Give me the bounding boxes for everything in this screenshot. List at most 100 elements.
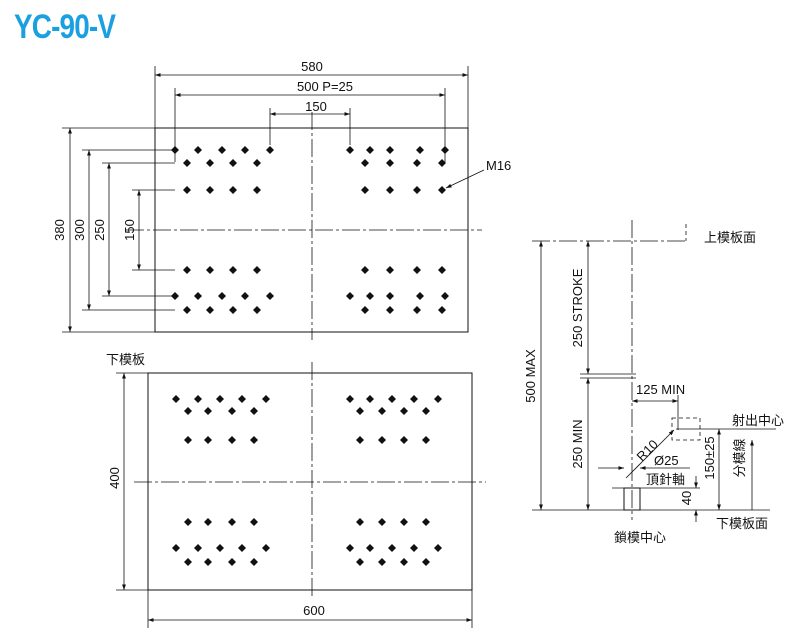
lower-hole bbox=[184, 558, 192, 566]
upper-hole bbox=[361, 306, 369, 314]
dim-380-text: 380 bbox=[52, 219, 67, 241]
dim-500max-text: 500 MAX bbox=[523, 349, 538, 403]
lower-hole bbox=[410, 395, 418, 403]
dim-offset-min: 125 MIN bbox=[632, 382, 685, 430]
lower-hole bbox=[356, 436, 364, 444]
lower-hole bbox=[434, 544, 442, 552]
side-view: 上模板面 下模板面 500 MAX 250 STROKE 250 MIN 125… bbox=[523, 220, 784, 545]
lower-hole bbox=[172, 395, 180, 403]
lower-hole bbox=[216, 544, 224, 552]
dim-upper-center-gap: 150 bbox=[269, 99, 351, 145]
upper-hole bbox=[194, 146, 202, 154]
dim-125min-text: 125 MIN bbox=[636, 382, 685, 397]
dim-250min-text: 250 MIN bbox=[570, 419, 585, 468]
lower-hole bbox=[228, 558, 236, 566]
upper-hole bbox=[206, 159, 214, 167]
lower-hole bbox=[356, 558, 364, 566]
upper-hole bbox=[253, 266, 261, 274]
lower-hole bbox=[400, 518, 408, 526]
lower-hole bbox=[378, 558, 386, 566]
lower-platen-outline bbox=[147, 372, 473, 591]
upper-hole bbox=[229, 266, 237, 274]
upper-hole bbox=[413, 306, 421, 314]
upper-hole bbox=[206, 186, 214, 194]
dim-40-text: 40 bbox=[679, 491, 694, 505]
injection-center-mark: 射出中心 bbox=[671, 413, 784, 441]
upper-face-label: 上模板面 bbox=[704, 230, 756, 245]
lower-hole-pattern bbox=[172, 395, 442, 566]
upper-hole bbox=[438, 306, 446, 314]
dim-upper-height: 380 bbox=[52, 127, 155, 333]
dim-diameter: Ø25 bbox=[598, 453, 690, 470]
lower-hole bbox=[388, 395, 396, 403]
lower-hole bbox=[388, 544, 396, 552]
dim-lower-height: 400 bbox=[107, 372, 148, 591]
upper-hole bbox=[438, 266, 446, 274]
lower-hole bbox=[184, 436, 192, 444]
lower-hole bbox=[184, 518, 192, 526]
dim-lower-width: 600 bbox=[147, 590, 473, 628]
upper-hole bbox=[253, 186, 261, 194]
upper-hole bbox=[253, 159, 261, 167]
dim-300-text: 300 bbox=[72, 219, 87, 241]
upper-hole bbox=[346, 292, 354, 300]
dim-upper-150: 150 bbox=[122, 189, 175, 271]
lower-hole bbox=[204, 558, 212, 566]
upper-hole bbox=[361, 266, 369, 274]
dim-400-text: 400 bbox=[107, 467, 122, 489]
lower-face-label: 下模板面 bbox=[716, 516, 768, 531]
lower-hole bbox=[228, 518, 236, 526]
lower-hole bbox=[238, 395, 246, 403]
lower-hole bbox=[410, 544, 418, 552]
upper-hole bbox=[266, 292, 274, 300]
dim-stroke-text: 250 STROKE bbox=[570, 268, 585, 347]
lower-hole bbox=[228, 407, 236, 415]
lower-hole bbox=[378, 436, 386, 444]
lower-hole bbox=[228, 436, 236, 444]
lower-hole bbox=[250, 558, 258, 566]
upper-hole bbox=[206, 306, 214, 314]
dim-580-text: 580 bbox=[301, 59, 323, 74]
lower-hole bbox=[346, 395, 354, 403]
upper-hole bbox=[361, 159, 369, 167]
upper-hole bbox=[366, 292, 374, 300]
dim-150-vert-text: 150 bbox=[122, 219, 137, 241]
upper-hole bbox=[229, 186, 237, 194]
upper-hole bbox=[366, 146, 374, 154]
upper-hole bbox=[386, 159, 394, 167]
diameter-label: Ø25 bbox=[654, 453, 679, 468]
dim-upper-300: 300 bbox=[72, 149, 175, 311]
upper-platen: 580 500 P=25 150 380 300 bbox=[52, 59, 511, 340]
lower-platen: 下模板 400 600 bbox=[106, 352, 486, 628]
lower-hole bbox=[400, 558, 408, 566]
lower-hole bbox=[366, 395, 374, 403]
lower-hole bbox=[366, 544, 374, 552]
lower-hole bbox=[434, 395, 442, 403]
lower-hole bbox=[422, 407, 430, 415]
dim-stroke: 250 STROKE bbox=[570, 241, 590, 374]
dim-injection-height: 150±25 bbox=[702, 429, 721, 510]
lower-hole bbox=[400, 436, 408, 444]
upper-hole bbox=[438, 186, 446, 194]
lower-hole bbox=[378, 407, 386, 415]
lower-hole bbox=[250, 518, 258, 526]
upper-hole bbox=[253, 306, 261, 314]
upper-hole bbox=[438, 159, 446, 167]
parting-line: 分模線 bbox=[732, 438, 754, 510]
upper-hole bbox=[386, 306, 394, 314]
upper-hole bbox=[413, 159, 421, 167]
dim-upper-pitch: 500 P=25 bbox=[174, 79, 446, 162]
lower-hole bbox=[250, 407, 258, 415]
dim-upper-width: 580 bbox=[154, 59, 469, 128]
dim-min-height: 250 MIN bbox=[570, 378, 590, 510]
upper-hole bbox=[218, 146, 226, 154]
lower-hole bbox=[356, 518, 364, 526]
dim-250-text: 250 bbox=[92, 219, 107, 241]
lower-hole bbox=[422, 436, 430, 444]
m16-label: M16 bbox=[486, 158, 511, 173]
page-title: YC-90-V bbox=[14, 8, 116, 46]
dim-ejector-gap: 40 bbox=[679, 476, 698, 522]
upper-hole bbox=[183, 159, 191, 167]
upper-hole bbox=[241, 292, 249, 300]
lower-hole bbox=[422, 558, 430, 566]
